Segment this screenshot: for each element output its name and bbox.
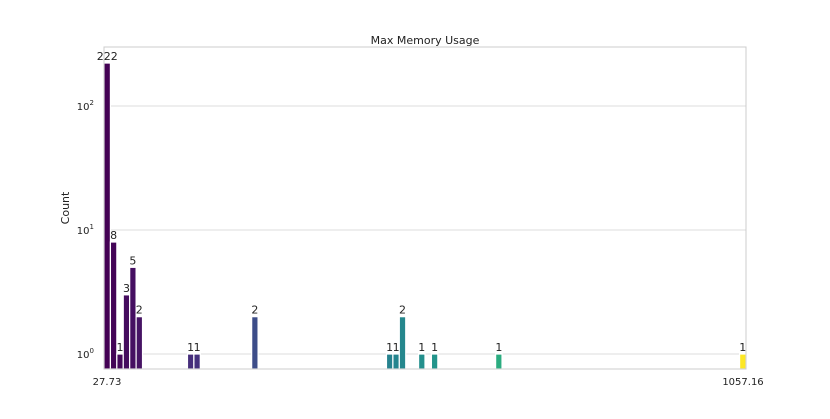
bar-count-label: 2 bbox=[399, 304, 406, 317]
y-tick-label: 102 bbox=[77, 99, 94, 113]
chart-title: Max Memory Usage bbox=[371, 34, 480, 47]
bar-count-label: 1 bbox=[194, 341, 201, 354]
bar-count-label: 2 bbox=[251, 304, 258, 317]
bar-count-label: 3 bbox=[123, 282, 130, 295]
histogram-bar bbox=[103, 62, 112, 370]
histogram-bar bbox=[122, 294, 131, 370]
bar-count-label: 1 bbox=[418, 341, 425, 354]
plot-frame bbox=[103, 46, 747, 370]
bar-count-label: 1 bbox=[431, 341, 438, 354]
bar-count-label: 1 bbox=[495, 341, 502, 354]
bar-count-label: 8 bbox=[110, 229, 117, 242]
y-axis-label: Count bbox=[59, 191, 72, 224]
bar-count-label: 222 bbox=[97, 50, 118, 63]
bar-count-label: 1 bbox=[187, 341, 194, 354]
y-tick-label: 100 bbox=[77, 347, 94, 361]
histogram-bar bbox=[251, 316, 259, 370]
histogram-bar bbox=[385, 353, 394, 370]
bar-count-label: 2 bbox=[136, 304, 143, 317]
histogram-bar bbox=[738, 353, 747, 370]
histogram-bar bbox=[417, 353, 426, 370]
histogram-bar bbox=[430, 353, 439, 370]
histogram-bar bbox=[495, 353, 503, 370]
histogram-bar bbox=[186, 353, 195, 370]
x-tick-label-min: 27.73 bbox=[93, 377, 122, 388]
y-tick-label: 101 bbox=[77, 223, 94, 237]
x-tick-label-max: 1057.16 bbox=[722, 377, 763, 388]
histogram-bar bbox=[193, 353, 201, 370]
histogram-bar bbox=[392, 353, 400, 370]
histogram-bar bbox=[116, 353, 124, 370]
bar-count-label: 1 bbox=[393, 341, 400, 354]
bar-count-label: 1 bbox=[739, 341, 746, 354]
bar-count-label: 5 bbox=[129, 254, 136, 267]
bar-count-label: 1 bbox=[386, 341, 393, 354]
histogram-bar bbox=[135, 316, 144, 370]
bar-count-label: 1 bbox=[117, 341, 124, 354]
histogram-bar bbox=[398, 316, 407, 370]
histogram-bar bbox=[129, 266, 137, 370]
